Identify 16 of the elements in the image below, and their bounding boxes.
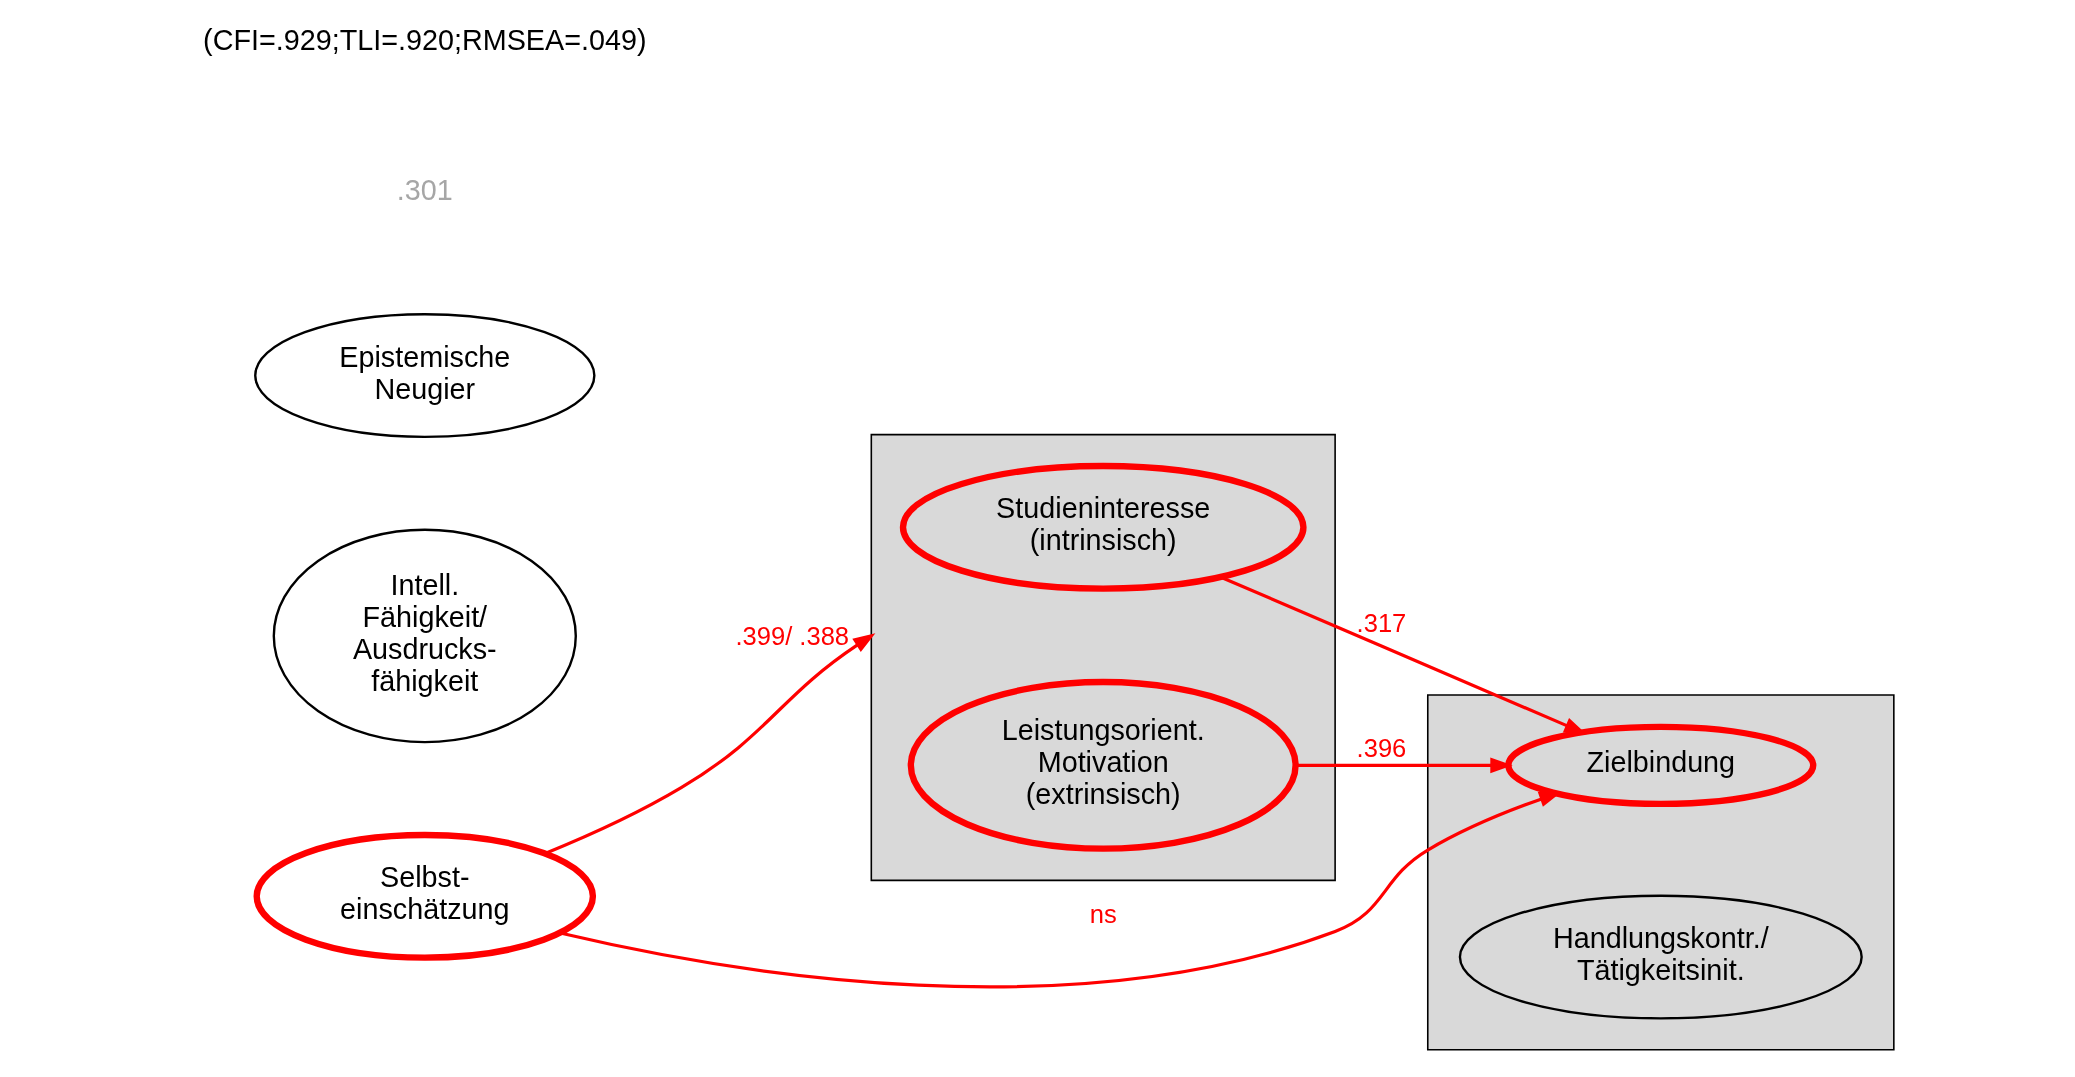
node-ellipse: Intell. Fähigkeit/ Ausdrucks- fähigkeit xyxy=(272,528,577,744)
label: (CFI=.929;TLI=.920;RMSEA=.049) xyxy=(203,24,647,57)
edge-label: .399/ .388 xyxy=(735,622,850,651)
node-ellipse: Leistungsorient. Motivation (extrinsisch) xyxy=(907,678,1299,852)
edge-label: .396 xyxy=(1356,734,1407,763)
edge-label: .317 xyxy=(1356,609,1407,638)
cluster xyxy=(1426,694,1895,1051)
node-ellipse: Selbst- einschätzung xyxy=(253,831,597,961)
node-ellipse: Studieninteresse (intrinsisch) xyxy=(899,462,1307,592)
cluster xyxy=(870,433,1336,882)
arrow xyxy=(1295,757,1513,774)
node-ellipse: Epistemische Neugier xyxy=(254,313,596,439)
arrow xyxy=(544,633,876,855)
label: .301 xyxy=(396,174,453,207)
node-ellipse: Handlungskontr./ Tätigkeitsinit. xyxy=(1458,894,1863,1020)
edge-label: ns xyxy=(1089,900,1117,929)
